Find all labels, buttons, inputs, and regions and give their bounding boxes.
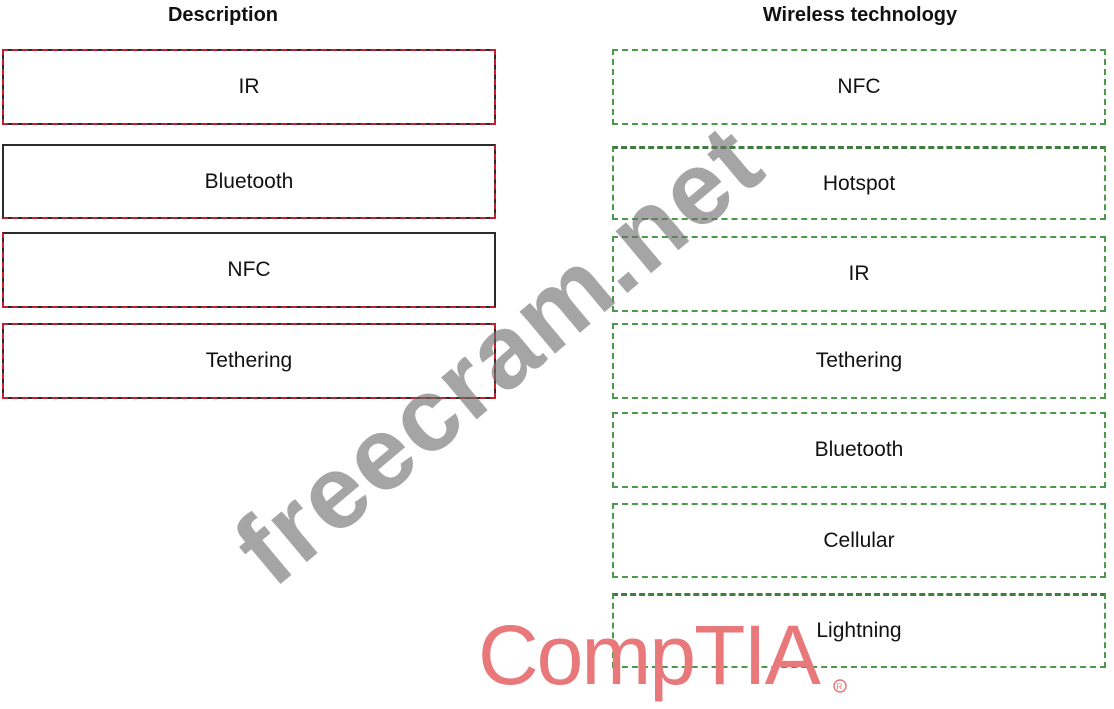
description-slot-4[interactable]: Tethering <box>2 323 496 399</box>
description-slot-label: Bluetooth <box>204 169 294 193</box>
description-column-header: Description <box>167 4 279 26</box>
technology-option-1[interactable]: NFC <box>612 49 1106 125</box>
technology-option-2[interactable]: Hotspot <box>612 146 1106 220</box>
svg-text:R: R <box>837 683 843 692</box>
description-slot-3[interactable]: NFC <box>2 232 496 308</box>
technology-option-label: Bluetooth <box>814 438 904 461</box>
technology-option-6[interactable]: Cellular <box>612 503 1106 578</box>
technology-option-4[interactable]: Tethering <box>612 323 1106 399</box>
description-slot-label: IR <box>238 75 260 98</box>
description-slot-label: NFC <box>227 258 271 281</box>
description-slot-label: Tethering <box>205 349 293 372</box>
technology-option-label: Tethering <box>815 349 903 372</box>
technology-option-3[interactable]: IR <box>612 236 1106 312</box>
technology-option-label: Hotspot <box>822 171 896 195</box>
technology-option-7[interactable]: Lightning <box>612 593 1106 668</box>
wireless-technology-column-header: Wireless technology <box>762 4 958 26</box>
description-slot-2[interactable]: Bluetooth <box>2 144 496 219</box>
technology-option-label: Cellular <box>823 528 895 552</box>
technology-option-label: IR <box>848 262 870 285</box>
technology-option-label: NFC <box>837 75 881 98</box>
technology-option-label: Lightning <box>816 619 902 642</box>
technology-option-5[interactable]: Bluetooth <box>612 412 1106 488</box>
description-slot-1[interactable]: IR <box>2 49 496 125</box>
